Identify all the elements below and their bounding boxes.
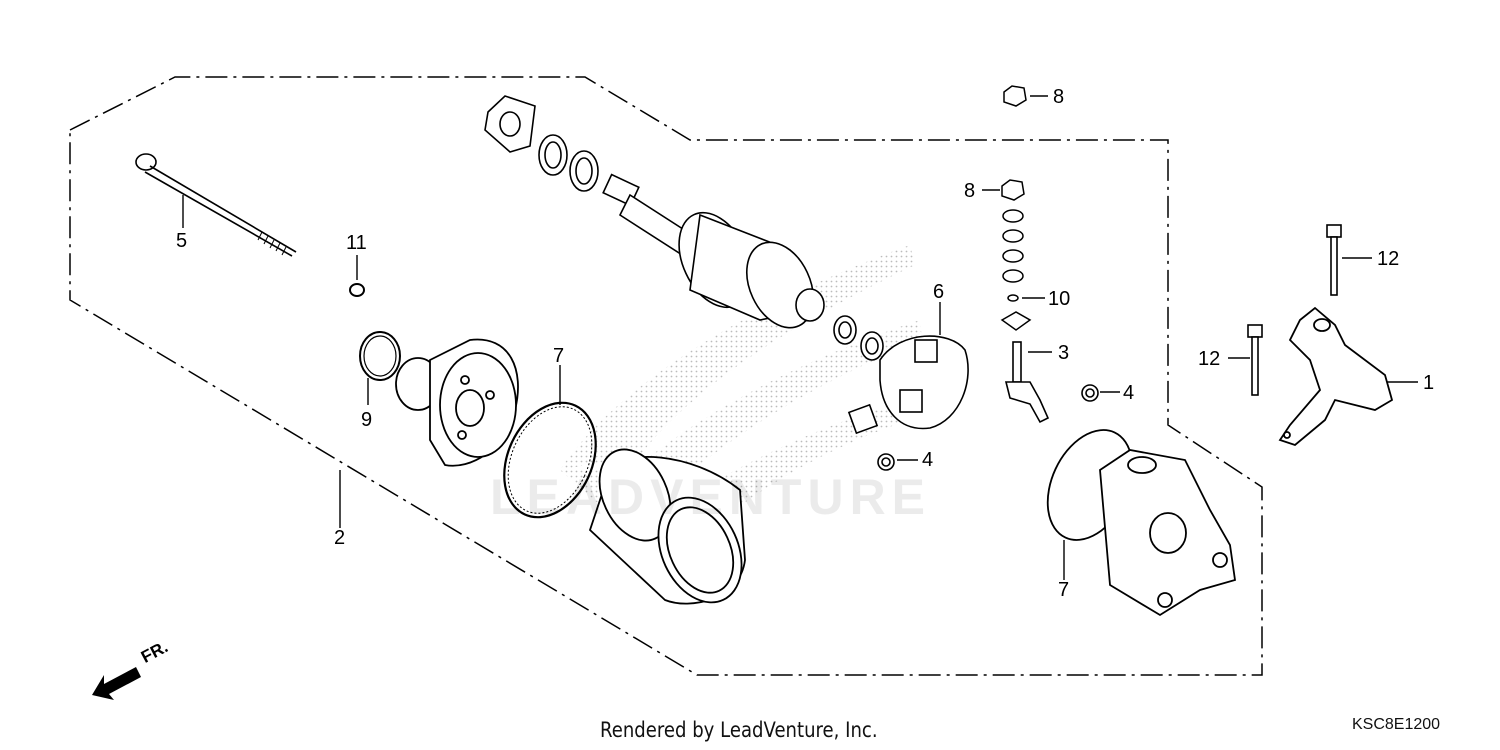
callout-6: 6 bbox=[933, 281, 945, 303]
callout-3: 3 bbox=[1058, 342, 1070, 364]
callout-5: 5 bbox=[176, 230, 188, 252]
rear-cover-part bbox=[1046, 429, 1237, 617]
callout-8-top: 8 bbox=[1053, 86, 1065, 108]
gasket-left-part bbox=[503, 401, 597, 519]
end-plate-washers bbox=[484, 95, 884, 361]
assembly-boundary bbox=[69, 76, 1263, 676]
small-oring-part bbox=[349, 283, 365, 297]
bracket-part bbox=[1278, 306, 1394, 447]
callout-2: 2 bbox=[334, 527, 346, 549]
armature-part bbox=[602, 173, 825, 329]
oring-part bbox=[359, 331, 401, 381]
callout-4-left: 4 bbox=[922, 449, 934, 471]
callout-10: 10 bbox=[1048, 288, 1071, 310]
render-credit: Rendered by LeadVenture, Inc. bbox=[600, 718, 878, 742]
brush-holder-part bbox=[847, 335, 969, 435]
motor-case-part bbox=[588, 448, 746, 605]
terminal-bolt-part bbox=[1004, 341, 1050, 424]
callout-7-left: 7 bbox=[553, 345, 565, 367]
callout-9: 9 bbox=[361, 409, 373, 431]
leader-lines bbox=[182, 95, 1418, 580]
brush-spring-parts bbox=[877, 384, 1099, 471]
long-bolt-part bbox=[135, 153, 297, 257]
callout-7-right: 7 bbox=[1058, 579, 1070, 601]
callout-8-stack: 8 bbox=[964, 180, 976, 202]
diagram-code: KSC8E1200 bbox=[1352, 716, 1441, 733]
leadventure-watermark: LEADVENTURE bbox=[490, 469, 932, 525]
front-direction-arrow bbox=[92, 667, 141, 700]
callout-11: 11 bbox=[346, 232, 367, 254]
callout-4-right: 4 bbox=[1123, 382, 1135, 404]
nut-washer-stack bbox=[1000, 85, 1032, 331]
callout-12-lower: 12 bbox=[1198, 348, 1221, 370]
callout-1: 1 bbox=[1423, 372, 1435, 394]
mounting-bolt-parts bbox=[1247, 224, 1342, 396]
callout-12-upper: 12 bbox=[1377, 248, 1400, 270]
front-cover-part bbox=[395, 338, 519, 467]
